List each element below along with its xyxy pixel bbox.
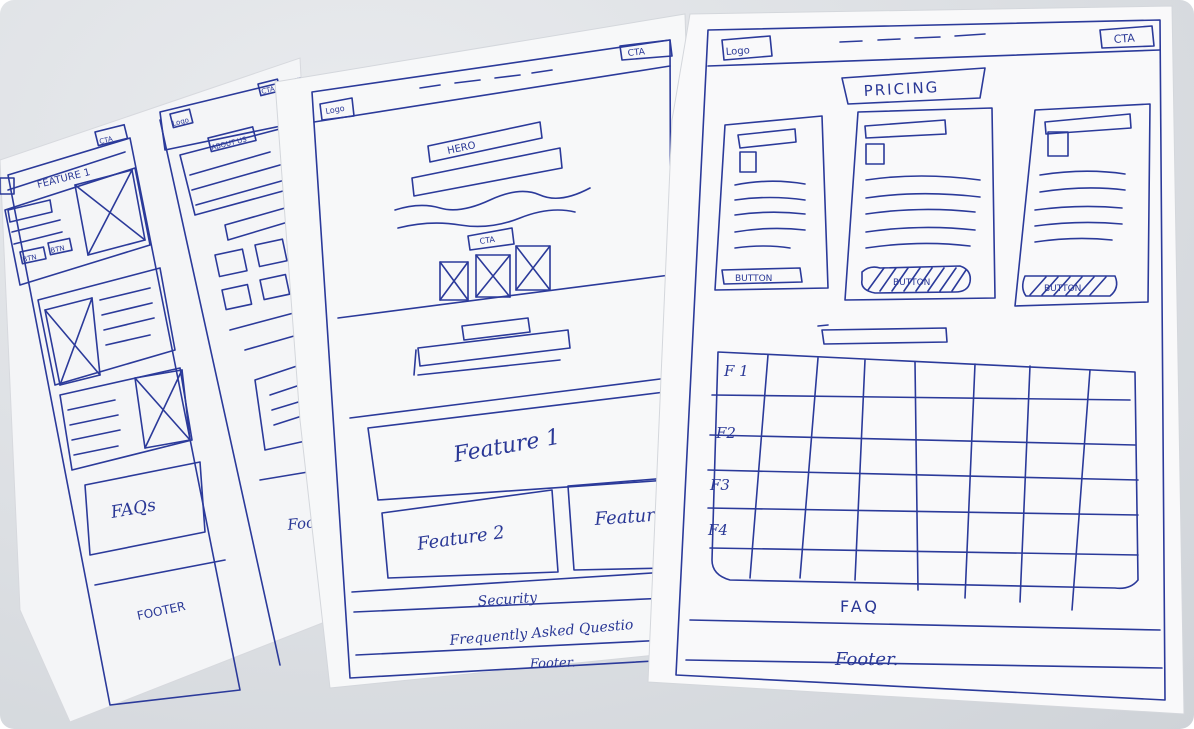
left-cta-label-b: CTA xyxy=(261,85,276,96)
sheet-middle: Logo CTA HERO CTA Feature 1 Feature 2 Fe… xyxy=(274,13,706,689)
right-pricing-label: PRICING xyxy=(863,78,939,100)
right-card-1-button: BUTTON xyxy=(735,274,772,284)
right-table-row-1: F 1 xyxy=(723,362,749,380)
mid-hero-cta-label: CTA xyxy=(479,235,496,246)
mid-feature-3-label: Feature xyxy=(593,504,666,530)
right-faq-label: FAQ xyxy=(840,597,880,616)
right-table-row-3: F3 xyxy=(709,476,730,494)
right-card-2-button: BUTTON xyxy=(893,278,930,288)
left-btn-label-1: BTN xyxy=(22,253,38,264)
mid-logo-label: Logo xyxy=(325,104,346,116)
right-footer-label: Footer. xyxy=(834,649,898,670)
mid-footer-label: Footer. xyxy=(529,655,576,672)
left-logo-label: Logo xyxy=(172,116,190,128)
mid-cta-label: CTA xyxy=(627,47,646,59)
sheet-right: Logo CTA PRICING BUTTON BUTTON BUTTON F … xyxy=(647,5,1185,715)
right-card-3-button: BUTTON xyxy=(1044,284,1081,294)
left-cta-label: CTA xyxy=(99,135,114,146)
left-btn-label-2: BTN xyxy=(50,244,66,255)
right-cta-label: CTA xyxy=(1113,32,1135,46)
right-table-row-4: F4 xyxy=(707,521,728,539)
sheet-left: FEATURE 1 CTA BTN BTN FAQs FOOTER ABOUT … xyxy=(0,57,331,723)
right-table-row-2: F2 xyxy=(715,424,736,442)
mid-security-label: Security xyxy=(477,590,538,610)
right-logo-label: Logo xyxy=(725,45,750,58)
